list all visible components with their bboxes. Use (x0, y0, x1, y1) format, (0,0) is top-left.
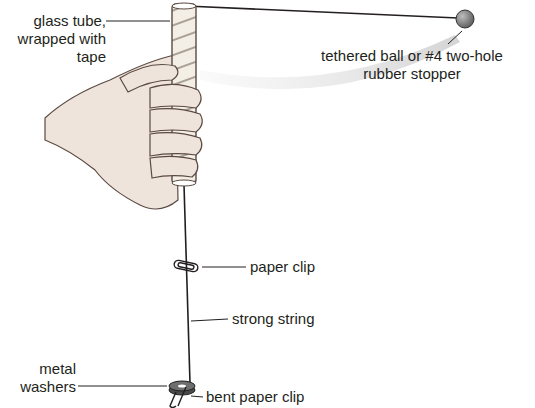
part-label: metal washers (6, 360, 76, 396)
paper-clip (173, 260, 198, 273)
hand (45, 55, 178, 209)
part-label: strong string (232, 310, 372, 328)
part-label: paper clip (250, 258, 370, 276)
string (186, 6, 458, 18)
part-label: glass tube, wrapped with tape (2, 12, 106, 66)
tethered-ball (456, 10, 474, 28)
part-label: bent paper clip (206, 388, 366, 406)
bent-paper-clip (170, 387, 186, 408)
tube-end (172, 180, 196, 186)
tube-end (172, 3, 196, 9)
string (184, 185, 190, 383)
metal-washers (169, 381, 195, 395)
part-label: tethered ball or #4 two-hole rubber stop… (298, 47, 526, 83)
fingers (120, 65, 202, 179)
